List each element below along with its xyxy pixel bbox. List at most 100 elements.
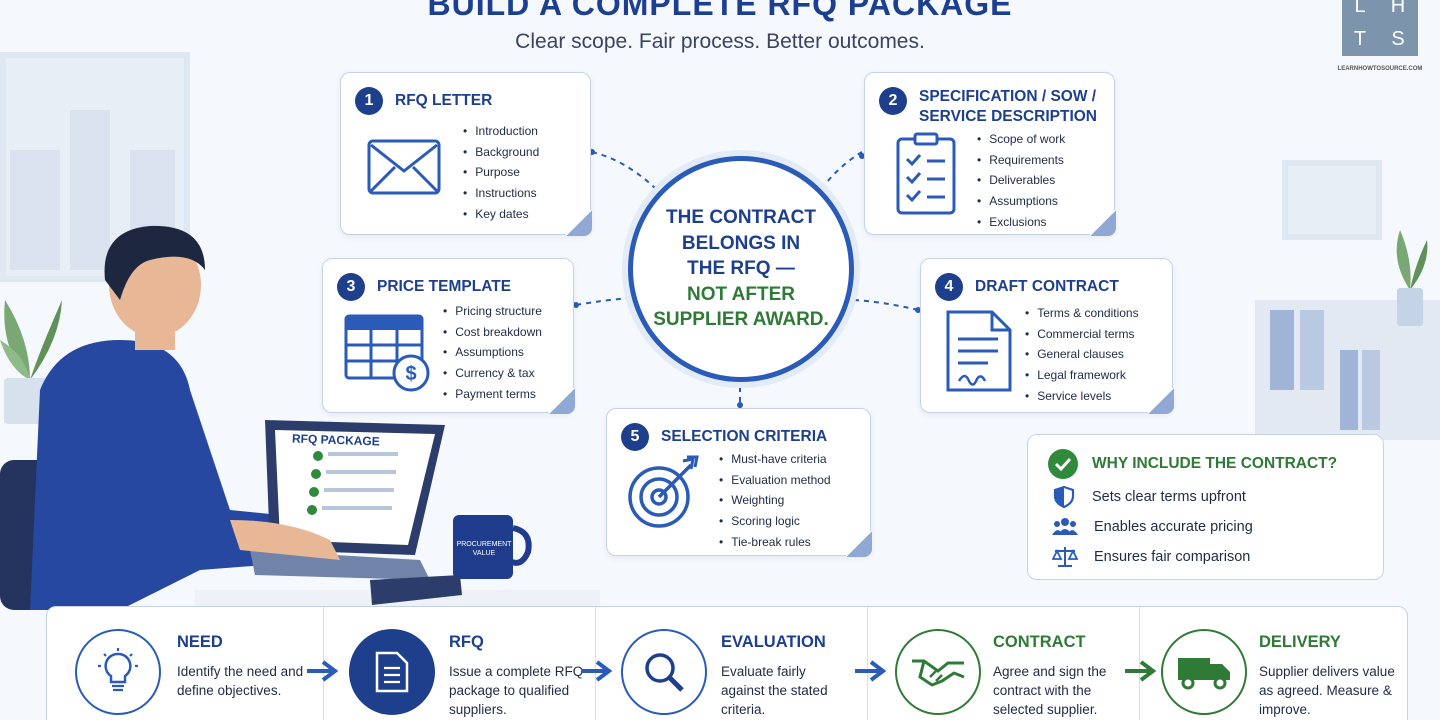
process-step-need: NEED Identify the need and define object… [75,607,325,720]
list-item: Instructions [463,183,539,204]
logo-letter: T [1353,28,1369,50]
list-item: Must-have criteria [719,449,831,470]
step-description: Evaluate fairly against the stated crite… [721,664,828,717]
divider [1139,607,1140,720]
key-message-line: BELONGS IN [681,232,801,254]
list-item: Pricing structure [443,301,542,322]
step-number-badge: 2 [879,87,907,115]
handshake-icon [895,629,981,715]
key-message-line: SUPPLIER AWARD. [653,309,829,331]
list-item: Terms & conditions [1025,303,1138,324]
card-title: RFQ LETTER [395,91,493,109]
why-reason-text: Ensures fair comparison [1094,549,1251,565]
list-item: Service levels [1025,386,1139,407]
card-item-list: Must-have criteria Evaluation method Wei… [719,449,831,553]
divider [595,607,596,720]
step-number-badge: 4 [935,273,963,301]
magnifier-icon [621,629,707,715]
scales-icon [1052,547,1078,567]
key-message-line: THE CONTRACT [666,207,816,229]
logo-letter: H [1390,0,1408,17]
list-item: Legal framework [1025,365,1139,386]
list-item: Payment terms [443,384,542,405]
card-item-list: Terms & conditions Commercial terms Gene… [1025,303,1139,407]
page-fold-corner [1148,388,1174,414]
contract-document-icon [946,310,1012,392]
step-title: RFQ [449,633,484,651]
step-description: Identify the need and define objectives. [177,664,304,698]
why-reason-text: Enables accurate pricing [1094,519,1253,535]
check-circle-icon [1048,449,1078,479]
card-header: 3 PRICE TEMPLATE [337,273,511,301]
page-title: BUILD A COMPLETE RFQ PACKAGE [427,0,1013,22]
list-item: Currency & tax [443,363,542,384]
shield-icon [1053,485,1075,509]
card-price-template: 3 PRICE TEMPLATE $ Pricing structure Cos… [322,258,575,414]
lightbulb-icon [75,629,161,715]
card-header: 5 SELECTION CRITERIA [621,423,827,451]
people-icon [1052,518,1078,535]
list-item: Assumptions [977,191,1065,212]
why-reason-text: Sets clear terms upfront [1092,489,1246,505]
page-fold-corner [1090,210,1116,236]
list-item: Evaluation method [719,470,830,491]
truck-icon [1161,629,1247,715]
card-header: 1 RFQ LETTER [355,87,492,115]
card-title: DRAFT CONTRACT [975,277,1119,295]
card-header: 2 SPECIFICATION / SOW / SERVICE DESCRIPT… [879,87,1109,127]
step-number-badge: 5 [621,423,649,451]
list-item: Commercial terms [1025,324,1139,345]
arrow-right-icon [855,660,887,682]
price-table-icon: $ [344,314,430,392]
list-item: Tie-break rules [719,532,831,553]
process-step-contract: CONTRACT Agree and sign the contract wit… [895,607,1145,720]
divider [867,607,868,720]
list-item: Purpose [463,162,539,183]
card-title: SELECTION CRITERIA [661,427,828,445]
list-item: Scope of work [977,129,1065,150]
list-item: Key dates [463,204,539,225]
card-item-list: Scope of work Requirements Deliverables … [977,129,1065,233]
card-item-list: Pricing structure Cost breakdown Assumpt… [443,301,542,405]
why-header: WHY INCLUDE THE CONTRACT? [1048,449,1337,479]
card-item-list: Introduction Background Purpose Instruct… [463,121,539,225]
step-title: EVALUATION [721,633,826,651]
step-title: DELIVERY [1259,633,1341,651]
list-item: Deliverables [977,170,1065,191]
logo-letter: S [1391,28,1407,50]
list-item: Requirements [977,150,1065,171]
list-item: Assumptions [443,342,542,363]
svg-text:$: $ [405,363,416,385]
card-specification: 2 SPECIFICATION / SOW / SERVICE DESCRIPT… [864,72,1116,236]
why-reason: Ensures fair comparison [1052,545,1250,569]
step-description: Agree and sign the contract with the sel… [993,664,1107,717]
arrow-right-icon [1125,660,1157,682]
document-icon [349,629,435,715]
logo-letter: L [1354,0,1368,17]
checklist-icon [896,132,956,215]
list-item: Exclusions [977,212,1065,233]
list-item: Background [463,142,539,163]
process-step-delivery: DELIVERY Supplier delivers value as agre… [1161,607,1401,720]
process-flow-strip: NEED Identify the need and define object… [46,606,1408,720]
step-description: Supplier delivers value as agreed. Measu… [1259,664,1395,717]
list-item: Introduction [463,121,539,142]
target-icon [628,455,699,528]
envelope-icon [367,139,441,195]
arrow-right-icon [581,660,613,682]
arrow-right-icon [307,660,339,682]
why-title: WHY INCLUDE THE CONTRACT? [1092,455,1338,472]
step-title: NEED [177,633,223,651]
why-reason: Enables accurate pricing [1052,515,1253,539]
process-step-rfq: RFQ Issue a complete RFQ package to qual… [349,607,599,720]
list-item: Weighting [719,490,831,511]
page-fold-corner [846,531,872,557]
card-draft-contract: 4 DRAFT CONTRACT Terms & conditions Comm… [920,258,1174,414]
step-number-badge: 3 [337,273,365,301]
page-fold-corner [549,388,575,414]
page-subtitle: Clear scope. Fair process. Better outcom… [515,30,925,53]
card-rfq-letter: 1 RFQ LETTER Introduction Background Pur… [340,72,592,236]
why-reason: Sets clear terms upfront [1052,485,1246,509]
step-title: CONTRACT [993,633,1086,651]
